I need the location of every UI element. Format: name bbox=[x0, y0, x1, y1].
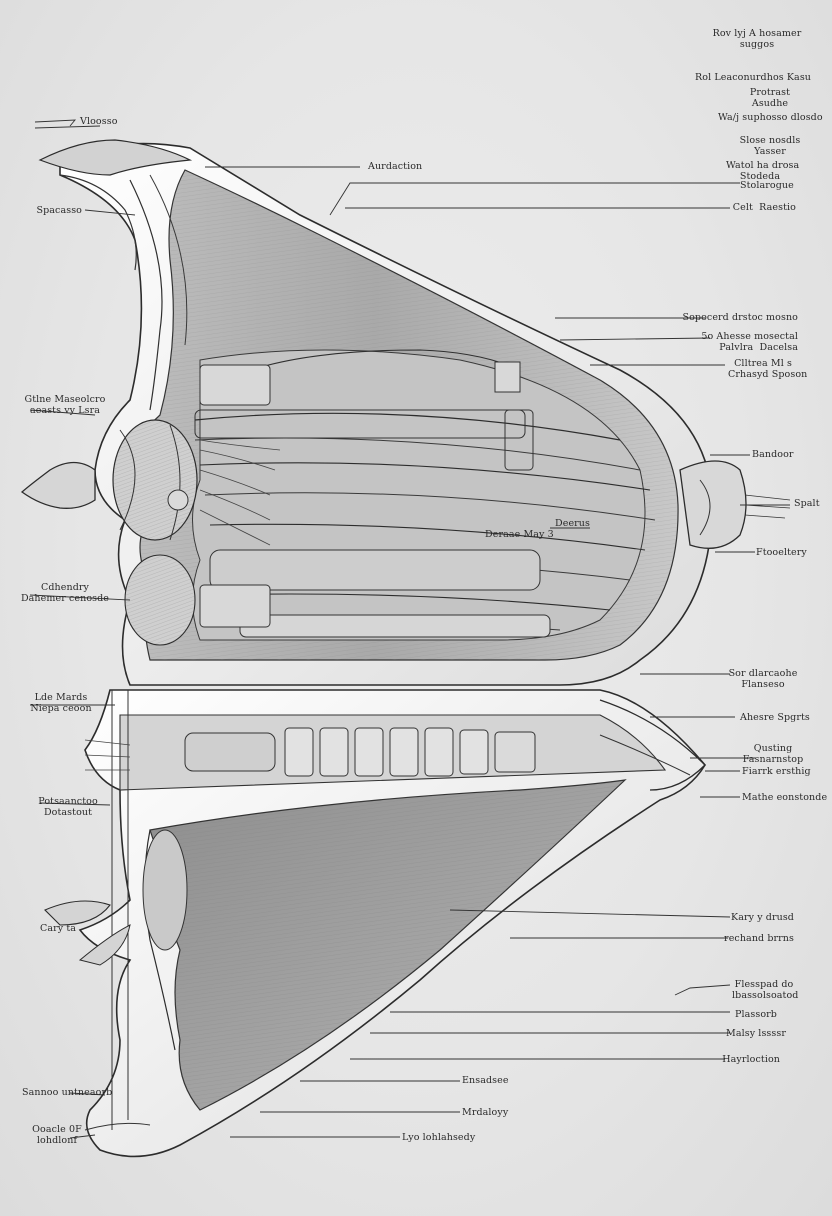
label-bottom-center-2: Mrdaloyy bbox=[462, 1107, 509, 1118]
label-right-10: Qusting Fasnarnstop bbox=[742, 743, 804, 765]
upper-body bbox=[20, 139, 791, 686]
label-right-16: Plassorb bbox=[735, 1009, 777, 1020]
label-top-center-1: Aurdaction bbox=[368, 161, 423, 172]
label-right-17: Malsy lssssr bbox=[726, 1028, 786, 1039]
label-left-8: Ooacle 0F lohdlonf bbox=[32, 1124, 82, 1146]
label-bottom-center-1: Ensadsee bbox=[462, 1075, 509, 1086]
label-bottom-center-3: Lyo lohlahsedy bbox=[402, 1132, 476, 1143]
label-top-right-1: Rov lyj A hosamer suggos bbox=[712, 28, 802, 50]
leader-lines bbox=[29, 119, 790, 1139]
label-left-6: Cary ta bbox=[40, 923, 77, 934]
label-top-right-7: Stolarogue bbox=[740, 180, 794, 191]
label-right-6: Spalt bbox=[794, 498, 820, 509]
label-center-1: Deraae May 3 bbox=[485, 529, 554, 540]
label-right-3: 5o Ahesse mosectal Palvlra Dacelsa bbox=[701, 331, 798, 353]
label-right-2: Sopocerd drstoc mosno bbox=[682, 312, 798, 323]
label-left-4: Lde Mards Niepa ceoon bbox=[30, 692, 92, 714]
label-left-2: Gtlne Maseolcro aeasts vy Lsra bbox=[24, 394, 106, 416]
label-right-18: Hayrloction bbox=[722, 1054, 780, 1065]
label-top-right-2: Rol Leaconurdhos Kasu bbox=[695, 72, 812, 83]
label-left-1: Spacasso bbox=[36, 205, 82, 216]
label-right-15: Flesspad do lbassolsoatod bbox=[732, 979, 799, 1001]
label-right-13: Kary y drusd bbox=[731, 912, 794, 923]
label-right-12: Mathe eonstonde bbox=[742, 792, 828, 803]
label-top-left-1: Vloosso bbox=[80, 116, 118, 127]
lower-body bbox=[44, 689, 706, 1158]
rib-segments bbox=[284, 727, 536, 777]
label-left-7: Sannoo untneaorb bbox=[22, 1087, 113, 1098]
label-right-14: rechand brrns bbox=[724, 933, 794, 944]
label-right-1: Celt Raestio bbox=[732, 202, 796, 213]
label-top-right-3: Protrast Asudhe bbox=[749, 87, 791, 109]
label-right-11: Fiarrk ersthig bbox=[742, 766, 811, 777]
label-top-right-6: Watol ha drosa Stodeda bbox=[726, 160, 800, 182]
label-left-5: Potsaanctoo Dotastout bbox=[38, 796, 98, 818]
label-right-7: Ftooeltery bbox=[756, 547, 807, 558]
label-right-8: Sor dlarcaohe Flanseso bbox=[728, 668, 798, 690]
label-top-right-4: Wa/j suphosso dlosdo bbox=[718, 112, 823, 123]
label-right-5: Bandoor bbox=[752, 449, 794, 460]
label-center-2: Deerus bbox=[555, 518, 590, 529]
label-left-3: Cdhendry Dahemer cenosde bbox=[20, 582, 110, 604]
label-top-right-5: Slose nosdls Yasser bbox=[739, 135, 801, 157]
label-right-9: Ahesre Spgrts bbox=[740, 712, 810, 723]
label-right-4: Clltrea Ml s Crhasyd Sposon bbox=[728, 358, 808, 380]
